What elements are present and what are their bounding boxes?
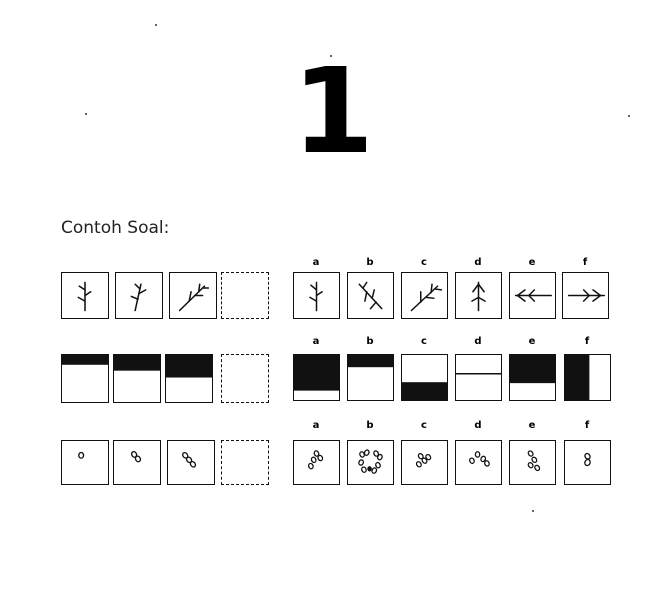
question-figure: [115, 272, 163, 319]
option-letter: a: [312, 336, 320, 347]
figure-drawing: [114, 355, 160, 371]
figure-drawing: [307, 450, 324, 470]
figure-drawing: [567, 289, 605, 302]
scan-speck: [330, 55, 332, 57]
answer-option[interactable]: [564, 354, 611, 401]
option-letter: e: [528, 420, 536, 431]
figure-drawing: [62, 355, 108, 365]
answer-option[interactable]: [509, 354, 556, 401]
answer-option[interactable]: [509, 440, 556, 485]
figure-drawing: [410, 283, 443, 312]
option-letter: d: [474, 420, 482, 431]
answer-option[interactable]: [455, 440, 502, 485]
section-label: Contoh Soal:: [61, 218, 170, 238]
figure-drawing: [358, 449, 383, 474]
option-letter: b: [366, 420, 374, 431]
option-letter: c: [421, 257, 427, 268]
figure-drawing: [348, 355, 393, 368]
option-letter: e: [528, 336, 536, 347]
answer-option[interactable]: [401, 440, 448, 485]
figure-drawing: [510, 355, 555, 384]
answer-option[interactable]: [401, 354, 448, 401]
question-figure: [113, 440, 161, 485]
scan-speck: [532, 510, 534, 512]
figure-drawing: [130, 283, 147, 312]
answer-option[interactable]: [293, 272, 340, 319]
blank-answer-box: [221, 354, 269, 403]
answer-option[interactable]: [562, 272, 609, 319]
option-letter: e: [528, 257, 536, 268]
answer-option[interactable]: [455, 354, 502, 401]
figure-drawing: [527, 450, 541, 472]
figure-drawing: [130, 451, 142, 463]
figure-drawing: [166, 355, 212, 378]
figure-drawing: [584, 452, 591, 467]
option-letter: f: [584, 336, 590, 347]
figure-drawing: [222, 441, 268, 484]
answer-option[interactable]: [293, 354, 340, 401]
answer-option[interactable]: [564, 440, 611, 485]
question-figure: [61, 272, 109, 319]
figure-drawing: [456, 373, 501, 375]
figure-drawing: [358, 281, 383, 310]
question-figure: [61, 440, 109, 485]
figure-drawing: [294, 355, 339, 391]
figure-drawing: [415, 453, 432, 468]
option-letter: c: [421, 336, 427, 347]
figure-drawing: [78, 451, 85, 459]
figure-drawing: [182, 452, 197, 468]
figure-drawing: [471, 281, 486, 312]
scan-speck: [85, 113, 87, 115]
option-letter: c: [421, 420, 427, 431]
option-letter: b: [366, 257, 374, 268]
option-letter: a: [312, 420, 320, 431]
option-letter: d: [474, 336, 482, 347]
page-number: 1: [292, 42, 375, 180]
figure-drawing: [222, 355, 268, 402]
answer-option[interactable]: [509, 272, 556, 319]
figure-drawing: [402, 382, 447, 400]
option-letter: f: [584, 420, 590, 431]
answer-option[interactable]: [347, 272, 394, 319]
option-letter: a: [312, 257, 320, 268]
blank-answer-box: [221, 440, 269, 485]
scan-speck: [155, 24, 157, 26]
figure-drawing: [178, 283, 210, 312]
figure-drawing: [222, 273, 268, 318]
answer-option[interactable]: [401, 272, 448, 319]
figure-drawing: [469, 451, 490, 467]
option-letter: d: [474, 257, 482, 268]
question-figure: [169, 272, 217, 319]
question-figure: [61, 354, 109, 403]
option-letter: f: [582, 257, 588, 268]
answer-option[interactable]: [293, 440, 340, 485]
question-figure: [167, 440, 215, 485]
answer-option[interactable]: [455, 272, 502, 319]
option-letter: b: [366, 336, 374, 347]
scan-speck: [628, 115, 630, 117]
blank-answer-box: [221, 272, 269, 319]
figure-drawing: [514, 289, 552, 302]
question-figure: [165, 354, 213, 403]
figure-drawing: [565, 355, 590, 400]
answer-option[interactable]: [347, 354, 394, 401]
answer-option[interactable]: [347, 440, 394, 485]
question-figure: [113, 354, 161, 403]
figure-drawing: [309, 281, 323, 312]
figure-drawing: [77, 281, 92, 312]
